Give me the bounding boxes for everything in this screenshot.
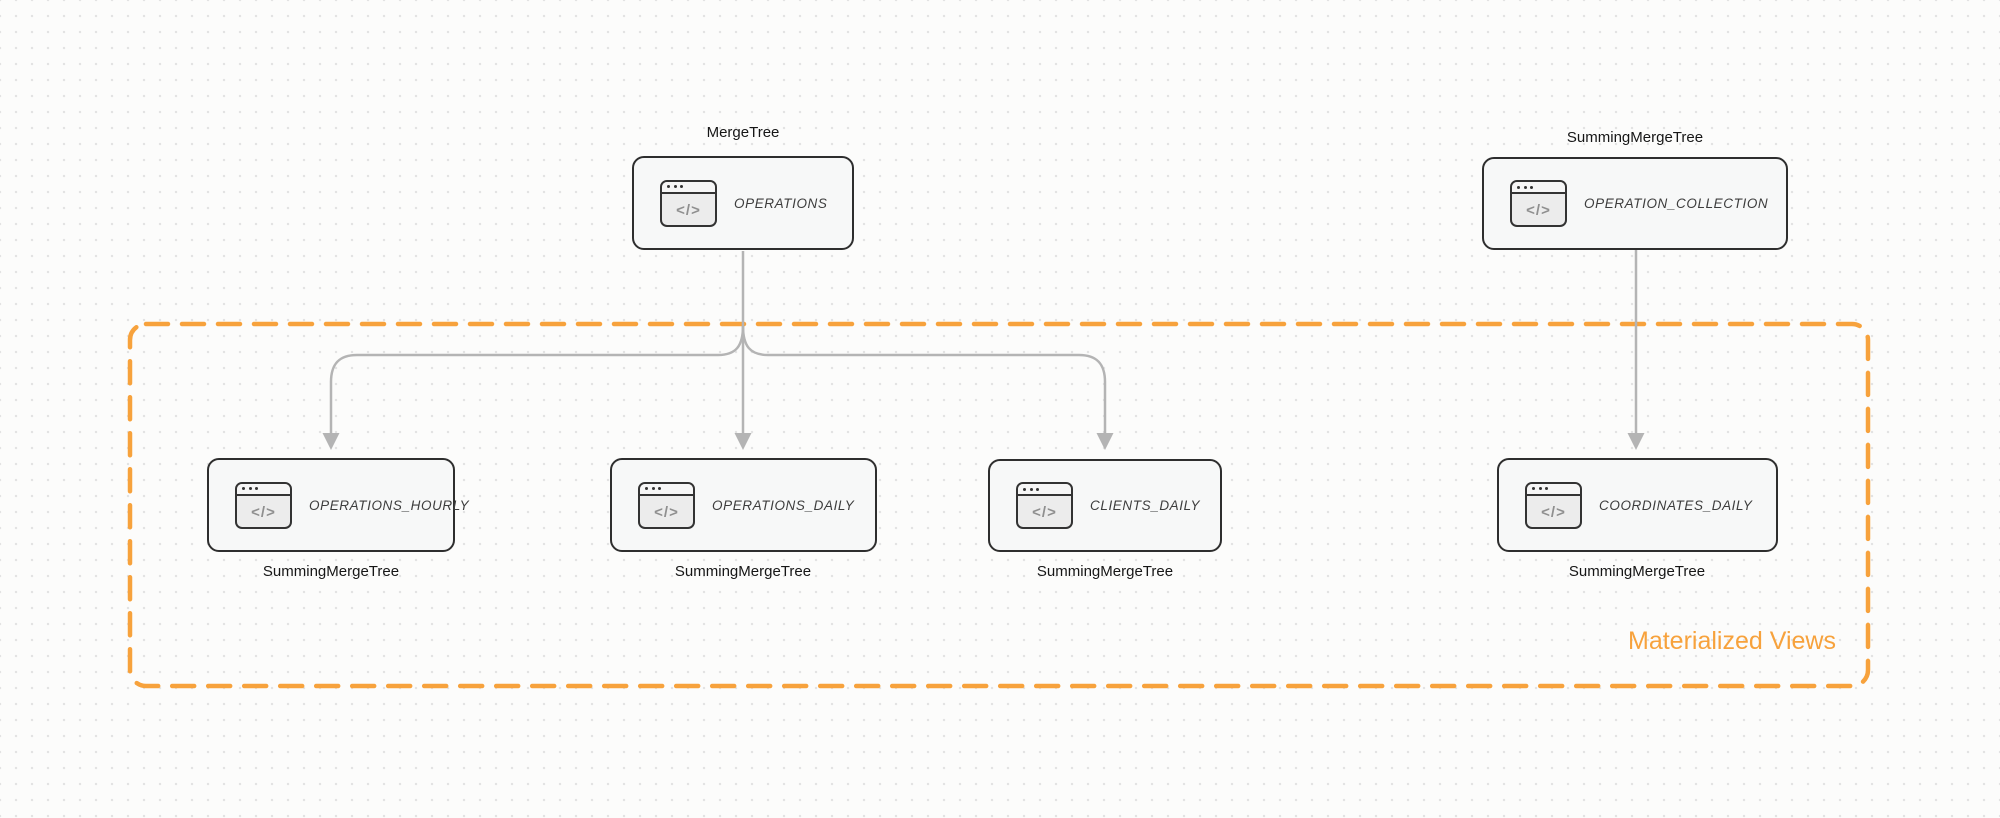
code-glyph-icon: </> xyxy=(1541,503,1566,521)
table-name: OPERATION_COLLECTION xyxy=(1584,196,1769,211)
window-dots-icon xyxy=(662,181,715,194)
window-dots-icon xyxy=(640,483,693,496)
code-window-icon: </> xyxy=(235,481,292,529)
code-window-icon: </> xyxy=(660,179,717,227)
arrowhead-icon xyxy=(734,433,752,450)
code-window-icon: </> xyxy=(1016,482,1073,529)
code-glyph-icon: </> xyxy=(1526,202,1551,219)
edge-operations-to-clients-daily xyxy=(741,325,1107,434)
table-name: OPERATIONS xyxy=(734,195,828,211)
table-node-operations: </> OPERATIONS xyxy=(632,156,854,250)
arrowhead-icon xyxy=(1096,433,1114,450)
edge-operations-to-operations-hourly xyxy=(329,325,745,434)
code-glyph-icon: </> xyxy=(1032,504,1057,521)
table-name: OPERATIONS_HOURLY xyxy=(309,497,470,513)
engine-label-clients-daily: SummingMergeTree xyxy=(1036,563,1174,580)
code-glyph-icon: </> xyxy=(654,503,679,521)
table-node-operations-daily: </> OPERATIONS_DAILY xyxy=(610,458,877,552)
table-name: COORDINATES_DAILY xyxy=(1599,497,1753,513)
code-glyph-icon: </> xyxy=(676,201,701,219)
window-dots-icon xyxy=(237,483,290,496)
window-dots-icon xyxy=(1018,484,1071,496)
code-window-icon: </> xyxy=(1525,481,1582,529)
engine-label-operations-hourly: SummingMergeTree xyxy=(262,563,400,580)
code-window-icon: </> xyxy=(1510,180,1567,227)
window-dots-icon xyxy=(1512,182,1565,194)
code-glyph-icon: </> xyxy=(251,503,276,521)
materialized-views-label: Materialized Views xyxy=(1628,627,1836,655)
engine-label-operations-daily: SummingMergeTree xyxy=(674,563,812,580)
table-node-coordinates-daily: </> COORDINATES_DAILY xyxy=(1497,458,1778,552)
table-name: CLIENTS_DAILY xyxy=(1090,498,1201,513)
engine-label-mergetree: MergeTree xyxy=(706,124,780,141)
engine-label-coordinates-daily: SummingMergeTree xyxy=(1568,563,1706,580)
table-node-clients-daily: </> CLIENTS_DAILY xyxy=(988,459,1222,552)
arrowhead-icon xyxy=(1627,433,1645,450)
arrowhead-icon xyxy=(322,433,340,450)
engine-label-summingmergetree-top: SummingMergeTree xyxy=(1566,129,1704,146)
window-dots-icon xyxy=(1527,483,1580,496)
code-window-icon: </> xyxy=(638,481,695,529)
table-node-operation-collection: </> OPERATION_COLLECTION xyxy=(1482,157,1788,250)
table-name: OPERATIONS_DAILY xyxy=(712,497,855,513)
table-node-operations-hourly: </> OPERATIONS_HOURLY xyxy=(207,458,469,552)
